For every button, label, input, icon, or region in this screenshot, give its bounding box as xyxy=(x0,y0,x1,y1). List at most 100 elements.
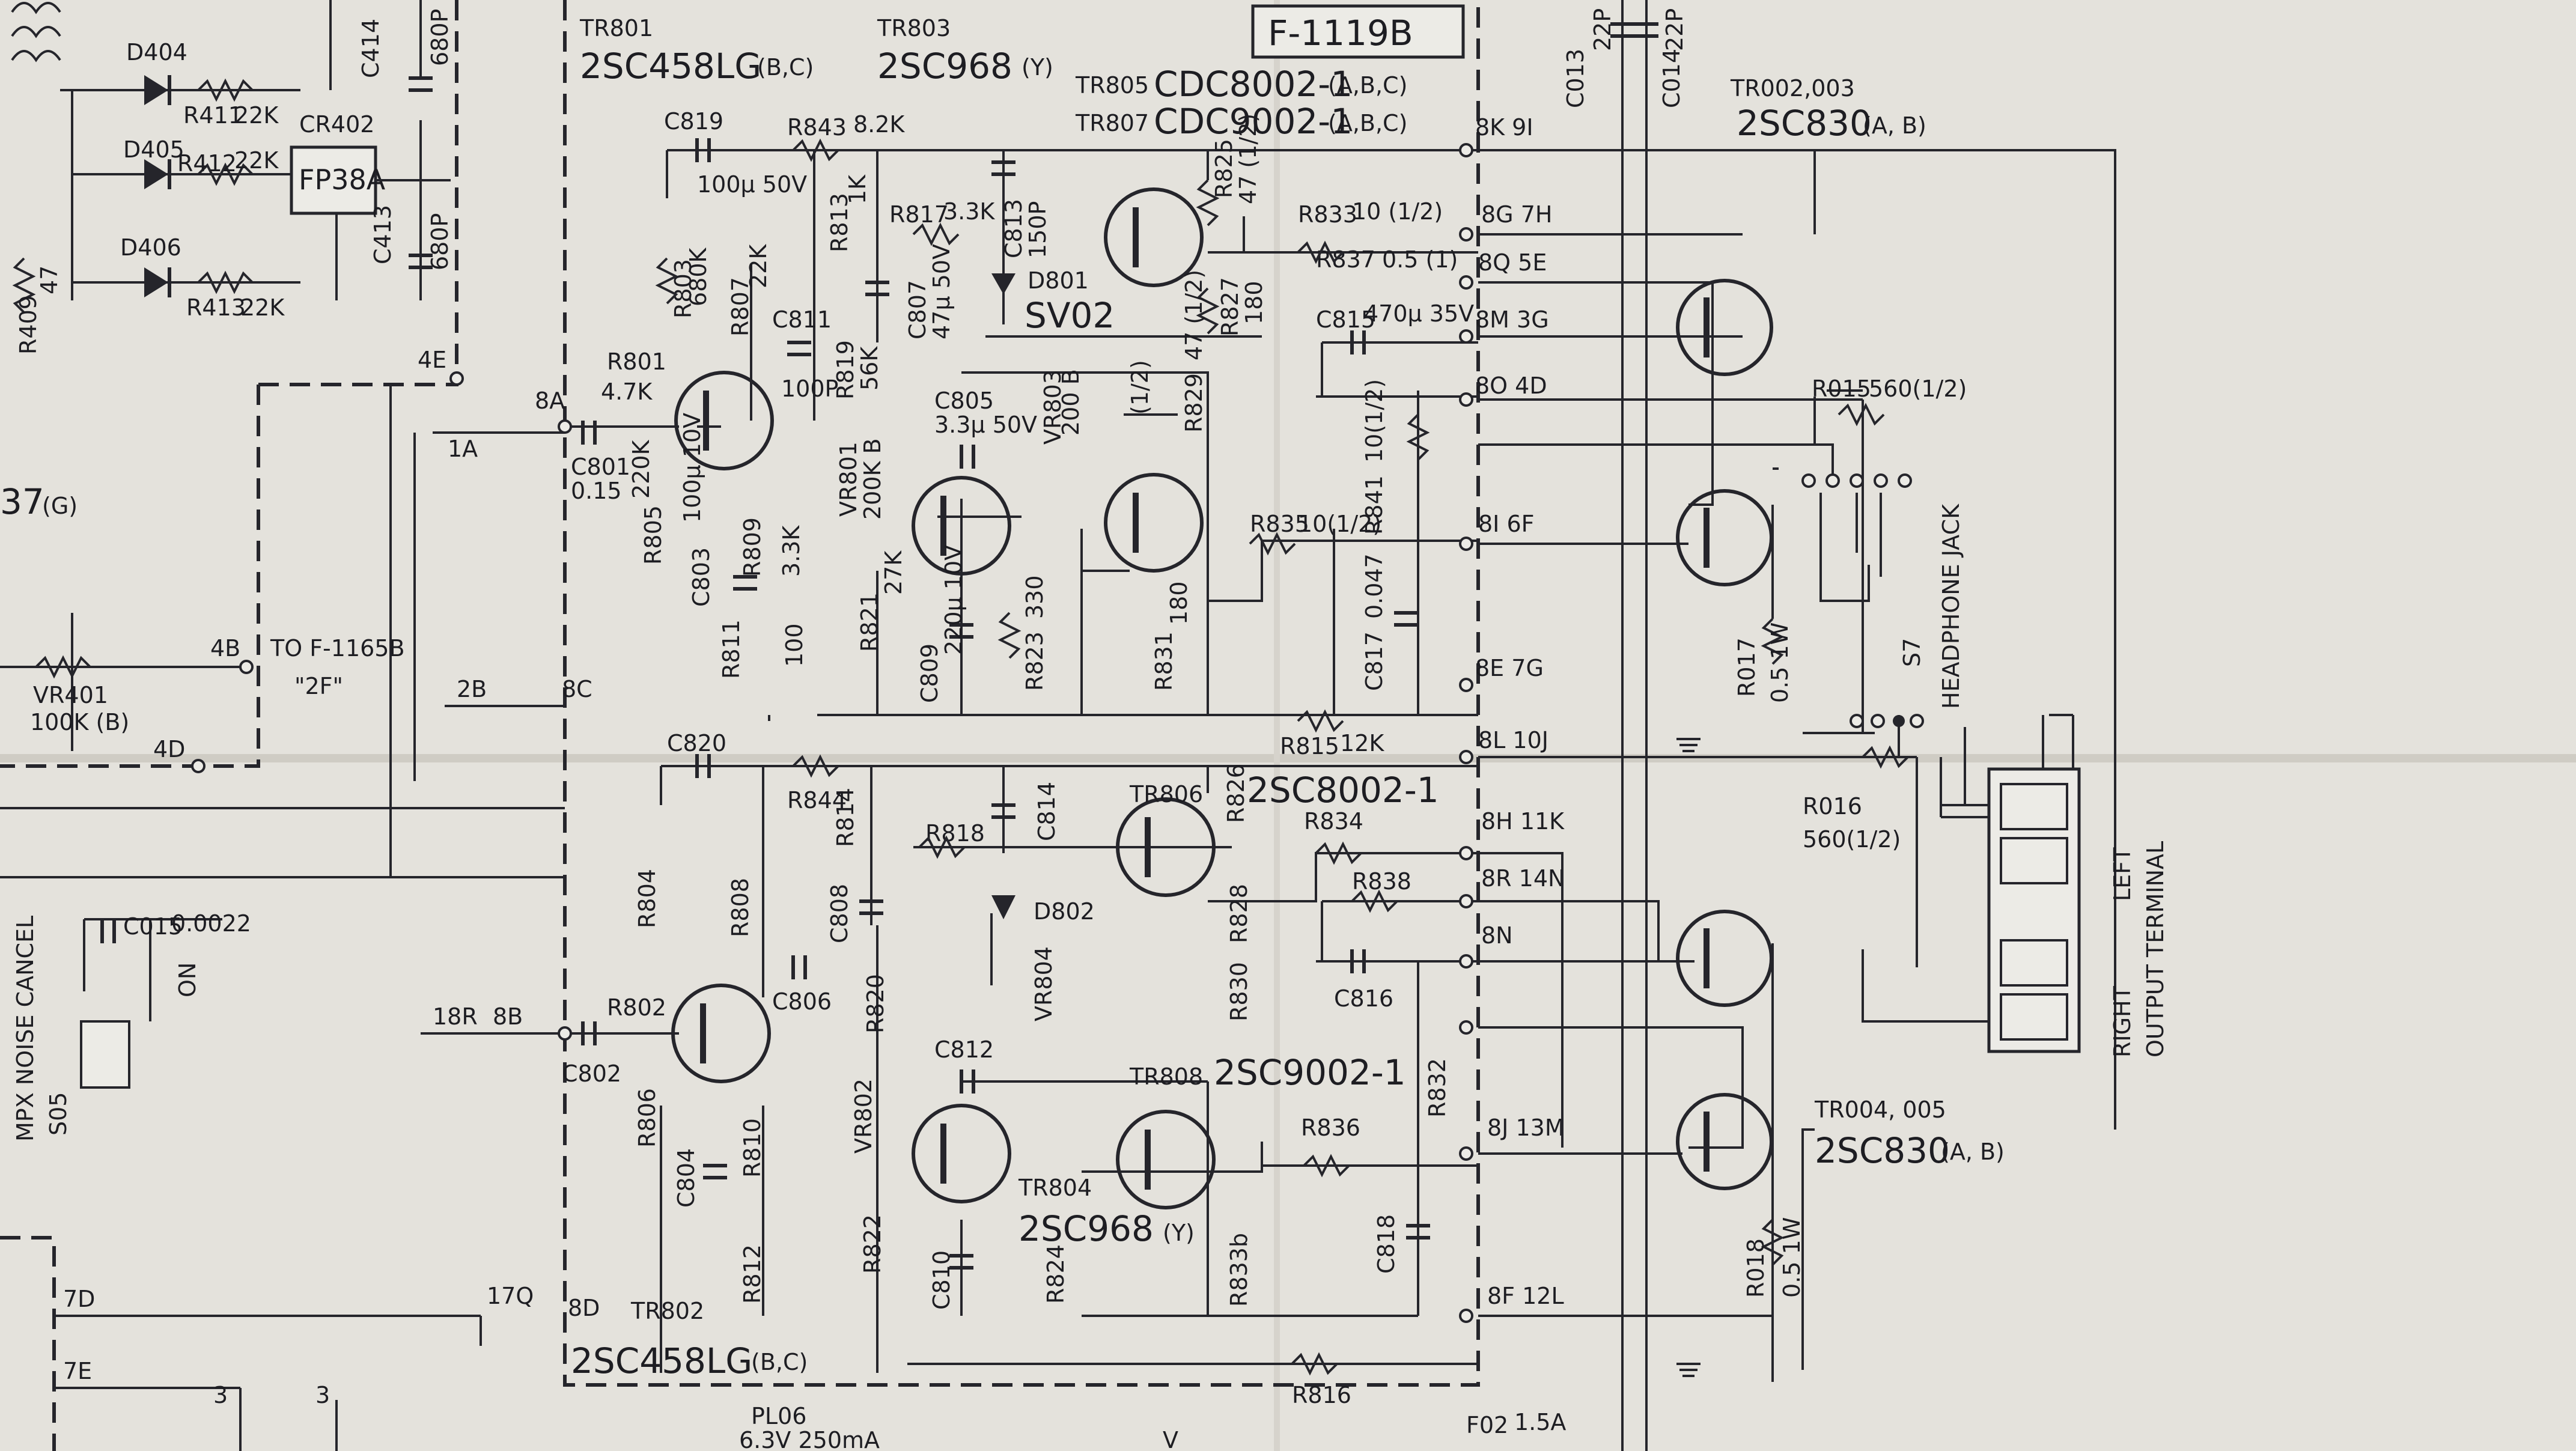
node-8a xyxy=(558,419,572,434)
label-c015: C015 xyxy=(123,913,183,940)
upper-node-labels: 8K 9I 8G 7H 8Q 5E 8M 3G 8O 4D 8I 6F 8E 7… xyxy=(1459,114,1552,764)
node-4e-label: 4E xyxy=(418,347,446,373)
lower-channel: D802 TR806 2SC8002-1 TR808 2SC9002-1 TR8… xyxy=(493,730,1478,1408)
transistor-tr002-icon xyxy=(1676,279,1773,376)
label-r820: R820 xyxy=(862,974,889,1033)
node-8o xyxy=(1459,392,1473,407)
node-8h-label: 8H 11K xyxy=(1481,808,1565,835)
paper-fold xyxy=(0,754,2576,762)
terminal-right-plus xyxy=(2000,939,2068,987)
node-8k xyxy=(1459,143,1473,157)
resistor-r823-icon xyxy=(997,612,1022,659)
value-c015: 0.0022 xyxy=(171,910,251,937)
label-r805: R805 xyxy=(640,505,666,565)
value-r841: 10(1/2) xyxy=(1361,379,1387,463)
value-r817: 3.3K xyxy=(943,198,995,225)
node-8o-label: 8O 4D xyxy=(1475,373,1547,399)
node-8b xyxy=(558,1026,572,1041)
tr806-part: 2SC8002-1 xyxy=(1247,770,1439,811)
coil-symbol xyxy=(11,2,61,62)
value-r811: 100 xyxy=(781,623,808,667)
value-vr801: 200K B xyxy=(859,438,886,520)
resistor-r838-icon xyxy=(1351,889,1398,913)
label-r015: R015 xyxy=(1812,376,1871,402)
tr002-part: 2SC830 xyxy=(1737,103,1872,144)
dashed-frame-c xyxy=(0,1236,56,1451)
label-r827: R827 xyxy=(1217,277,1243,336)
vr401-wires xyxy=(0,613,252,751)
node-8l xyxy=(1459,750,1473,764)
mpx-noise-cancel-label: MPX NOISE CANCEL xyxy=(12,916,38,1142)
tr804-ref: TR804 xyxy=(1018,1175,1092,1201)
resistor-r837-icon xyxy=(1297,240,1344,264)
label-vr401: VR401 xyxy=(33,682,108,708)
value-r829: 47 (1/2) xyxy=(1181,270,1207,360)
label-c013: C013 xyxy=(1562,49,1589,108)
label-r835: R835 xyxy=(1250,511,1309,537)
jack-pin-3 xyxy=(1850,473,1864,488)
value-r813: 1K xyxy=(844,174,871,204)
value-r017: 0.5 1W xyxy=(1767,622,1793,703)
label-c413: C413 xyxy=(370,205,396,264)
resistor-r018-icon xyxy=(1761,1218,1785,1266)
tr808-ref: TR808 xyxy=(1129,1063,1203,1090)
label-r831: R831 xyxy=(1151,631,1177,691)
label-r412: R412 xyxy=(177,150,237,177)
value-r835: 10(1/2) xyxy=(1298,511,1381,537)
label-c014: C014 xyxy=(1658,49,1685,108)
node-18r-label: 18R xyxy=(433,1003,478,1030)
ic-cr402-ref: CR402 xyxy=(299,111,374,138)
node-8i xyxy=(1459,537,1473,551)
label-r803: R803 xyxy=(670,259,696,318)
tr802-ref: TR802 xyxy=(630,1298,704,1324)
output-section: TR002,003 2SC830 (A, B) TR004, 005 2SC83… xyxy=(1478,0,2169,1451)
label-vr801: VR801 xyxy=(835,442,862,517)
value-r829-half: (1/2) xyxy=(1127,360,1153,415)
switch-s05-label: S05 xyxy=(45,1092,72,1136)
pin-3-a: 3 xyxy=(213,1382,228,1408)
label-c804: C804 xyxy=(673,1148,699,1208)
transistor-tr808-icon xyxy=(1116,1110,1216,1209)
resistor-r841-icon xyxy=(1406,413,1430,461)
pot-vr401-icon xyxy=(35,655,91,679)
ic-fp38a xyxy=(290,145,377,215)
label-r016: R016 xyxy=(1803,793,1862,820)
value-r805: 220K xyxy=(628,439,654,499)
switch-on-label: ON xyxy=(174,963,201,997)
tr004-ref: TR004, 005 xyxy=(1814,1097,1946,1123)
value-r843: 8.2K xyxy=(853,111,905,138)
board-id: F-1119B xyxy=(1268,13,1413,53)
terminal-left-plus xyxy=(2000,783,2068,830)
board-outline xyxy=(563,0,1480,1387)
label-r838: R838 xyxy=(1352,868,1411,895)
label-r841: R841 xyxy=(1361,475,1387,535)
ground-symbol-tr003 xyxy=(1676,738,1701,752)
node-8m xyxy=(1459,329,1473,344)
tr002-ref: TR002,003 xyxy=(1730,75,1855,102)
label-r801: R801 xyxy=(607,348,666,375)
value-c809: 220μ 10V xyxy=(940,545,967,655)
diode-bus xyxy=(60,89,300,300)
label-r816: R816 xyxy=(1292,1382,1351,1408)
pilot-lamp-label: PL06 xyxy=(751,1403,806,1429)
tr802-grade: (B,C) xyxy=(751,1349,808,1375)
value-r413: 22K xyxy=(240,294,285,321)
node-8k-label: 8K 9I xyxy=(1475,114,1533,141)
resistor-r818-icon xyxy=(918,835,966,859)
label-r817: R817 xyxy=(889,201,949,228)
value-r815: 12K xyxy=(1340,730,1384,756)
value-c813: 150P xyxy=(1025,201,1051,258)
node-8p xyxy=(1459,1020,1473,1035)
label-r818: R818 xyxy=(925,820,985,847)
value-vr803: 200 B xyxy=(1058,369,1084,436)
node-8n xyxy=(1459,954,1473,969)
value-r409: 47 xyxy=(36,266,62,294)
transistor-tr804-icon xyxy=(912,1104,1011,1203)
tr801-grade: (B,C) xyxy=(757,54,814,81)
label-c805: C811 xyxy=(772,306,832,333)
label-d404: D404 xyxy=(126,39,187,65)
tr804-part: 2SC968 xyxy=(1019,1208,1154,1249)
tr802-part: 2SC458LG xyxy=(571,1340,752,1381)
partial-label-37: 37 xyxy=(0,481,44,522)
value-c413: 680P xyxy=(427,213,453,270)
